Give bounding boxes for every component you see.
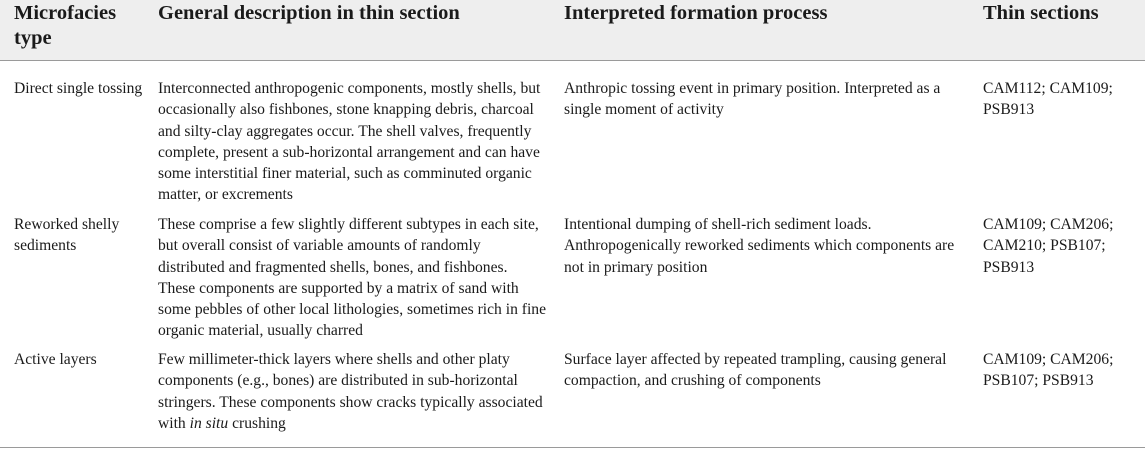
cell-formation-process: Anthropic tossing event in primary posit… [564, 80, 941, 119]
cell-formation-process: Intentional dumping of shell-rich sedime… [564, 216, 955, 276]
cell-formation-process: Surface layer affected by repeated tramp… [564, 351, 947, 390]
cell-general-description: These comprise a few slightly different … [158, 216, 547, 340]
table-header: Microfacies type General description in … [0, 0, 1145, 61]
cell-microfacies-type: Direct single tossing [14, 80, 143, 97]
table-bottom-rule [0, 447, 1145, 448]
cell-thin-sections: CAM109; CAM206; CAM210; PSB107; PSB913 [983, 216, 1114, 276]
header-formation-process: Interpreted formation process [564, 2, 828, 24]
cell-general-description: Interconnected anthropogenic components,… [158, 80, 541, 204]
cell-general-description: Few millimeter-thick layers where shells… [158, 349, 548, 434]
header-general-description: General description in thin section [158, 2, 460, 24]
description-text: Few millimeter-thick layers where shells… [158, 351, 543, 432]
cell-thin-sections: CAM109; CAM206; PSB107; PSB913 [983, 351, 1114, 390]
description-text-end: crushing [228, 414, 286, 432]
description-italic-term: in situ [189, 414, 229, 432]
cell-microfacies-type: Reworked shelly sediments [14, 216, 120, 255]
header-thin-sections: Thin sections [983, 2, 1099, 24]
cell-thin-sections: CAM112; CAM109; PSB913 [983, 80, 1113, 119]
cell-microfacies-type: Active layers [14, 351, 97, 368]
header-microfacies-type: Microfacies type [14, 2, 117, 49]
